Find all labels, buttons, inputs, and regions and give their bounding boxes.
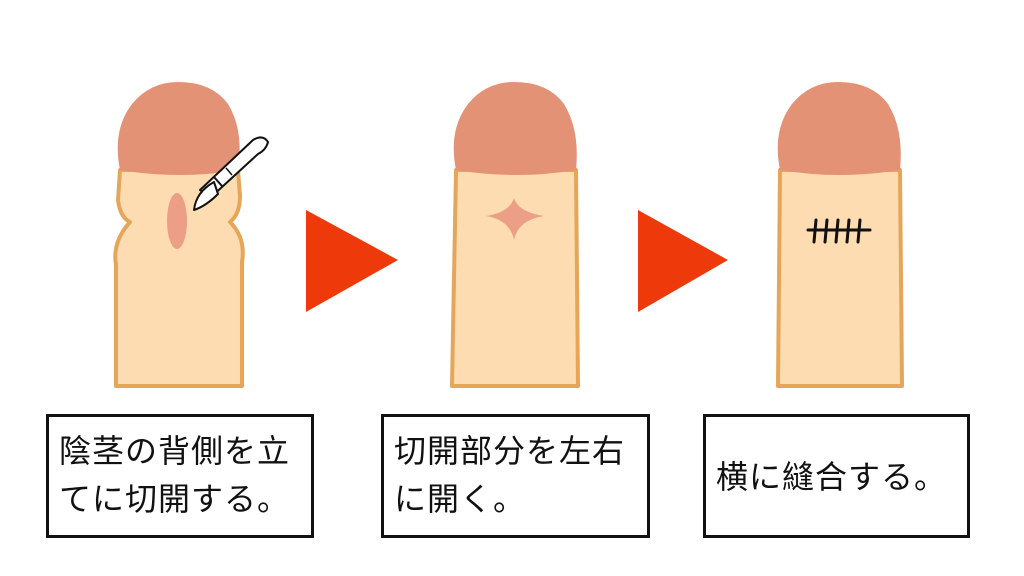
caption-text-step-1: 陰茎の背側を立てに切開する。 [59, 432, 291, 518]
shaft-1 [113, 168, 245, 388]
caption-box-step-2: 切開部分を左右に開く。 [381, 414, 650, 538]
caption-text-step-2: 切開部分を左右に開く。 [394, 432, 626, 518]
step-3-illustration [776, 82, 904, 388]
glans-1 [117, 82, 240, 175]
glans-2 [453, 82, 577, 175]
dorsal-incision [167, 193, 187, 249]
caption-text-step-3: 横に縫合する。 [716, 458, 948, 496]
spread-incision [486, 198, 544, 240]
scalpel-icon [193, 136, 269, 211]
shaft-3 [776, 168, 904, 388]
illustration-canvas [113, 82, 904, 388]
horizontal-suture [806, 218, 872, 244]
arrow-right-triangle-icon [306, 210, 398, 312]
step-2-illustration [450, 82, 580, 388]
caption-box-step-3: 横に縫合する。 [703, 414, 970, 538]
step-1-illustration [113, 82, 269, 388]
caption-box-step-1: 陰茎の背側を立てに切開する。 [46, 414, 314, 538]
glans-3 [777, 82, 901, 175]
arrow-right-triangle-icon [638, 210, 728, 312]
